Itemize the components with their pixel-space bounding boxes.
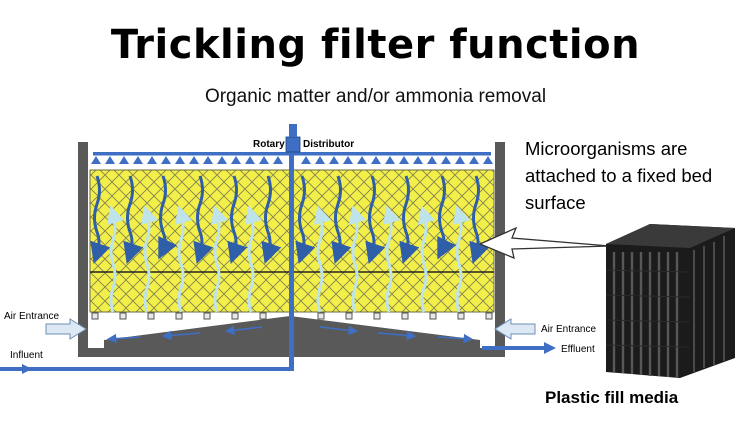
central-feed-pipe [289,135,294,370]
tank-left-wall [78,142,88,357]
influent-label: Influent [10,350,43,361]
influent-pipe [0,364,294,374]
effluent-pipe [482,342,556,354]
plastic-fill-media-caption: Plastic fill media [545,388,679,407]
microorganism-callout-text: Microorganisms are attached to a fixed b… [525,135,751,216]
callout-line: Microorganisms are [525,138,688,159]
plastic-fill-media-image [605,224,735,378]
underdrain-supports [91,312,493,320]
underdrain-flow-arrows [106,325,474,344]
air-entrance-right-label: Air Entrance [541,324,596,335]
callout-line: surface [525,192,586,213]
rotary-cap [289,124,297,137]
rotary-label: Rotary [253,139,285,150]
distributor-label: Distributor [303,139,354,150]
air-entrance-left-arrow [45,318,87,340]
air-entrance-right-arrow [494,318,536,340]
effluent-label: Effluent [561,344,595,355]
air-up-flow-arrows [106,205,471,313]
callout-arrow [478,226,611,260]
callout-line: attached to a fixed bed [525,165,713,186]
diagram-title: Trickling filter function [110,22,641,68]
liquid-down-flow-arrows [90,175,490,264]
rotary-head [285,136,301,153]
diagram-subtitle: Organic matter and/or ammonia removal [204,86,547,107]
distributor-nozzles [91,156,493,164]
air-entrance-left-label: Air Entrance [4,311,59,322]
